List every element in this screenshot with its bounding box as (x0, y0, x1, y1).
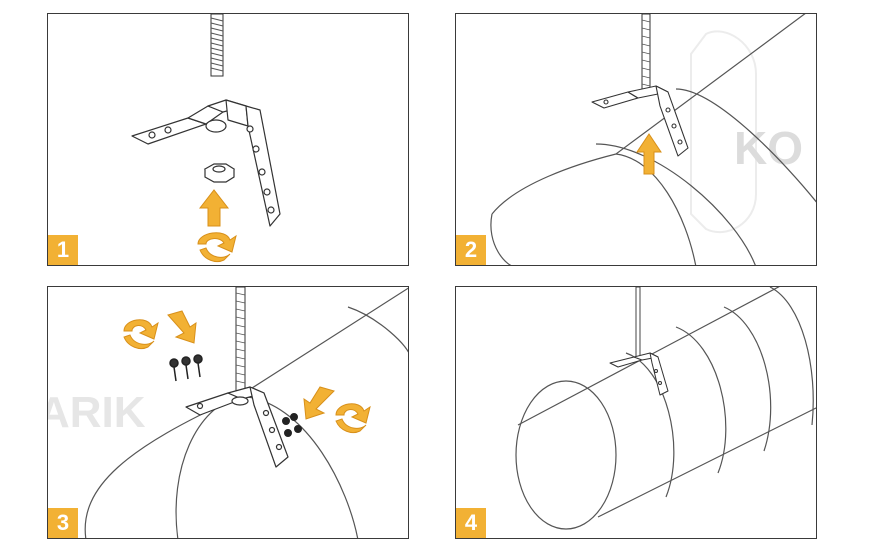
watermark-text: ARIK (48, 388, 146, 437)
rotate-arrow-icon (197, 232, 237, 263)
duct-pipe (490, 14, 816, 265)
rotate-arrow-icon (335, 403, 371, 434)
step-4-panel: 4 (455, 286, 817, 539)
step-2-illustration: KO (490, 14, 816, 265)
pipe-hanger-bracket (131, 99, 281, 227)
duct-pipe (515, 287, 816, 530)
pipe-hanger-bracket (609, 352, 669, 396)
rotate-arrow-icon (123, 319, 159, 350)
screws-installed (282, 413, 302, 437)
arrow-up-icon (198, 189, 230, 227)
screws-icon (169, 354, 203, 382)
threaded-rod (641, 14, 651, 95)
pipe-hanger-bracket (591, 85, 689, 157)
step-1-panel: 1 (47, 13, 409, 266)
arrow-up-icon (636, 133, 662, 175)
step-number-badge: 2 (456, 235, 486, 265)
step-1-illustration (131, 14, 281, 263)
arrow-down-icon (167, 310, 197, 344)
threaded-rod (210, 14, 224, 77)
pipe-hanger-bracket (185, 386, 289, 468)
watermark-text: KO (734, 122, 803, 174)
step-2-panel: KO (455, 13, 817, 266)
step-3-illustration: ARIK (48, 287, 408, 538)
step-4-illustration (515, 287, 816, 530)
arrow-diagonal-icon (303, 386, 335, 420)
threaded-rod (235, 287, 246, 396)
step-number-badge: 3 (48, 508, 78, 538)
step-number-badge: 1 (48, 235, 78, 265)
step-number-badge: 4 (456, 508, 486, 538)
step-3-panel: ARIK (47, 286, 409, 539)
watermark-logo-icon (690, 30, 757, 234)
threaded-rod (635, 287, 641, 358)
hex-nut (203, 163, 236, 183)
